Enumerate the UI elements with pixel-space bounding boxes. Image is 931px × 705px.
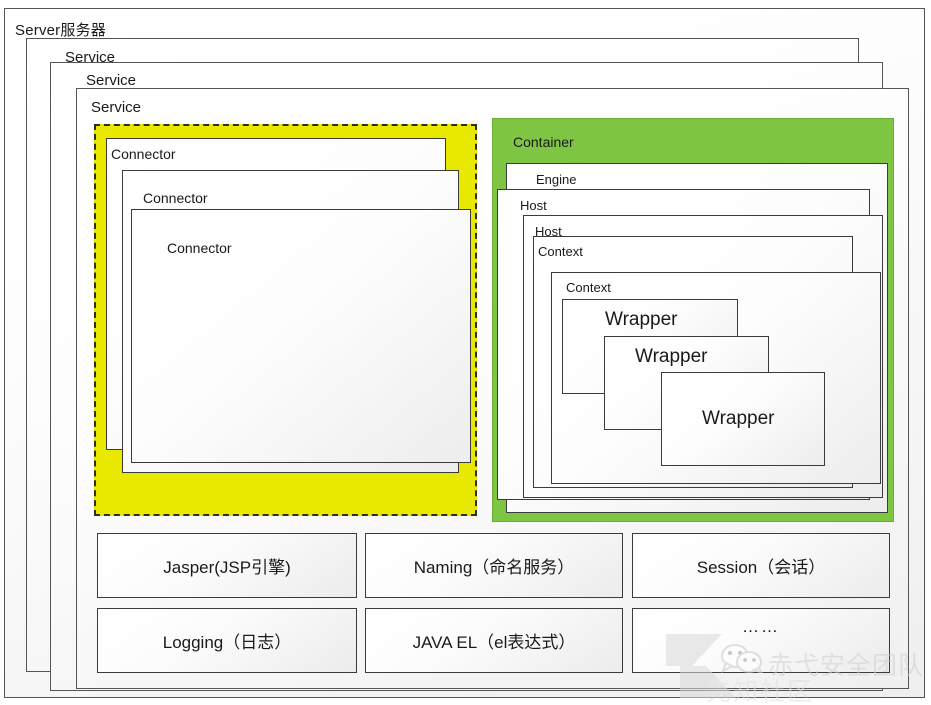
server-label: Server服务器: [15, 22, 106, 39]
wrapper-label-3: Wrapper: [702, 408, 775, 429]
context-label-2: Context: [566, 280, 611, 295]
component-tile-session: Session（会话）: [632, 533, 890, 598]
connector-label-3: Connector: [167, 240, 232, 256]
connector-label-1: Connector: [111, 146, 176, 162]
component-tile-more: ……: [632, 608, 890, 673]
wrapper-label-2: Wrapper: [635, 346, 708, 367]
component-tile-naming: Naming（命名服务）: [365, 533, 623, 598]
context-label-1: Context: [538, 244, 583, 259]
service-label-2: Service: [86, 72, 137, 89]
host-label-1: Host: [520, 198, 547, 213]
host-label-2: Host: [535, 224, 562, 239]
wrapper-card-3: Wrapper: [661, 372, 825, 466]
connector-label-2: Connector: [143, 190, 208, 206]
component-tile-javael: JAVA EL（el表达式）: [365, 608, 623, 673]
engine-label: Engine: [536, 172, 577, 187]
service-label-3: Service: [91, 99, 142, 116]
component-tile-jasper: Jasper(JSP引擎): [97, 533, 357, 598]
container-label: Container: [513, 134, 574, 150]
service-label-1: Service: [65, 49, 116, 66]
wrapper-label-1: Wrapper: [605, 309, 678, 330]
connector-card-3: Connector: [131, 209, 471, 463]
component-tile-logging: Logging（日志）: [97, 608, 357, 673]
